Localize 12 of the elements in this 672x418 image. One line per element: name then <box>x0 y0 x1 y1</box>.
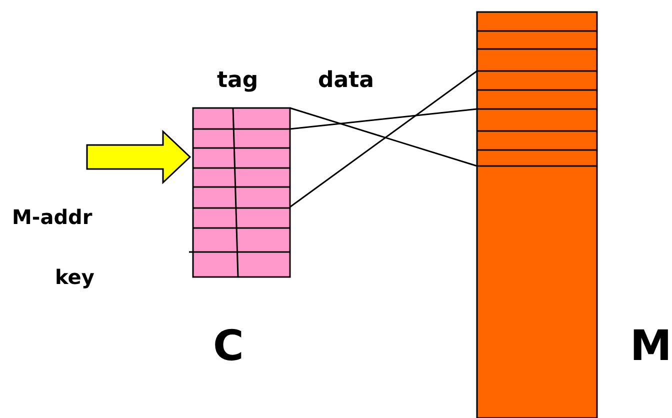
memory-block <box>476 11 598 418</box>
cache-table <box>192 107 291 278</box>
mapping-line <box>290 108 478 130</box>
input-label: key <box>55 267 94 287</box>
mapping-line <box>290 70 478 208</box>
input-label: M-addr <box>12 207 92 227</box>
block-label: M <box>630 325 672 367</box>
block-label: C <box>213 325 244 367</box>
column-heading: data <box>318 70 374 92</box>
mapping-line <box>290 107 478 167</box>
block-arrow <box>86 130 192 184</box>
column-heading: tag <box>217 70 258 92</box>
